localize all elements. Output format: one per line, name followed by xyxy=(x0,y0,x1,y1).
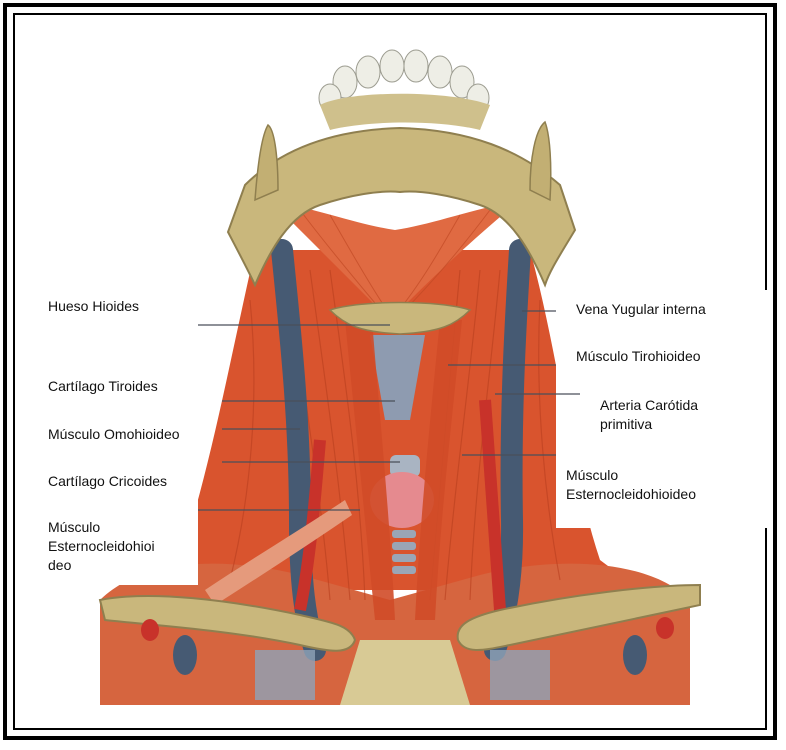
label-musculo-esternocleidohioideo-left: Músculo Esternocleidohioi deo xyxy=(48,518,178,575)
label-musculo-omohioideo: Músculo Omohioideo xyxy=(48,425,180,444)
label-musculo-esternocleidohioideo-right: Músculo Esternocleidohioideo xyxy=(566,466,731,504)
label-cartilago-tiroides: Cartílago Tiroides xyxy=(48,377,158,396)
label-hueso-hioides: Hueso Hioides xyxy=(48,297,139,316)
label-musculo-tirohioideo: Músculo Tirohioideo xyxy=(576,347,701,366)
label-arteria-carotida-primitiva: Arteria Carótida primitiva xyxy=(600,396,740,434)
label-vena-yugular-interna: Vena Yugular interna xyxy=(576,300,706,319)
label-cartilago-cricoides: Cartílago Cricoides xyxy=(48,472,167,491)
